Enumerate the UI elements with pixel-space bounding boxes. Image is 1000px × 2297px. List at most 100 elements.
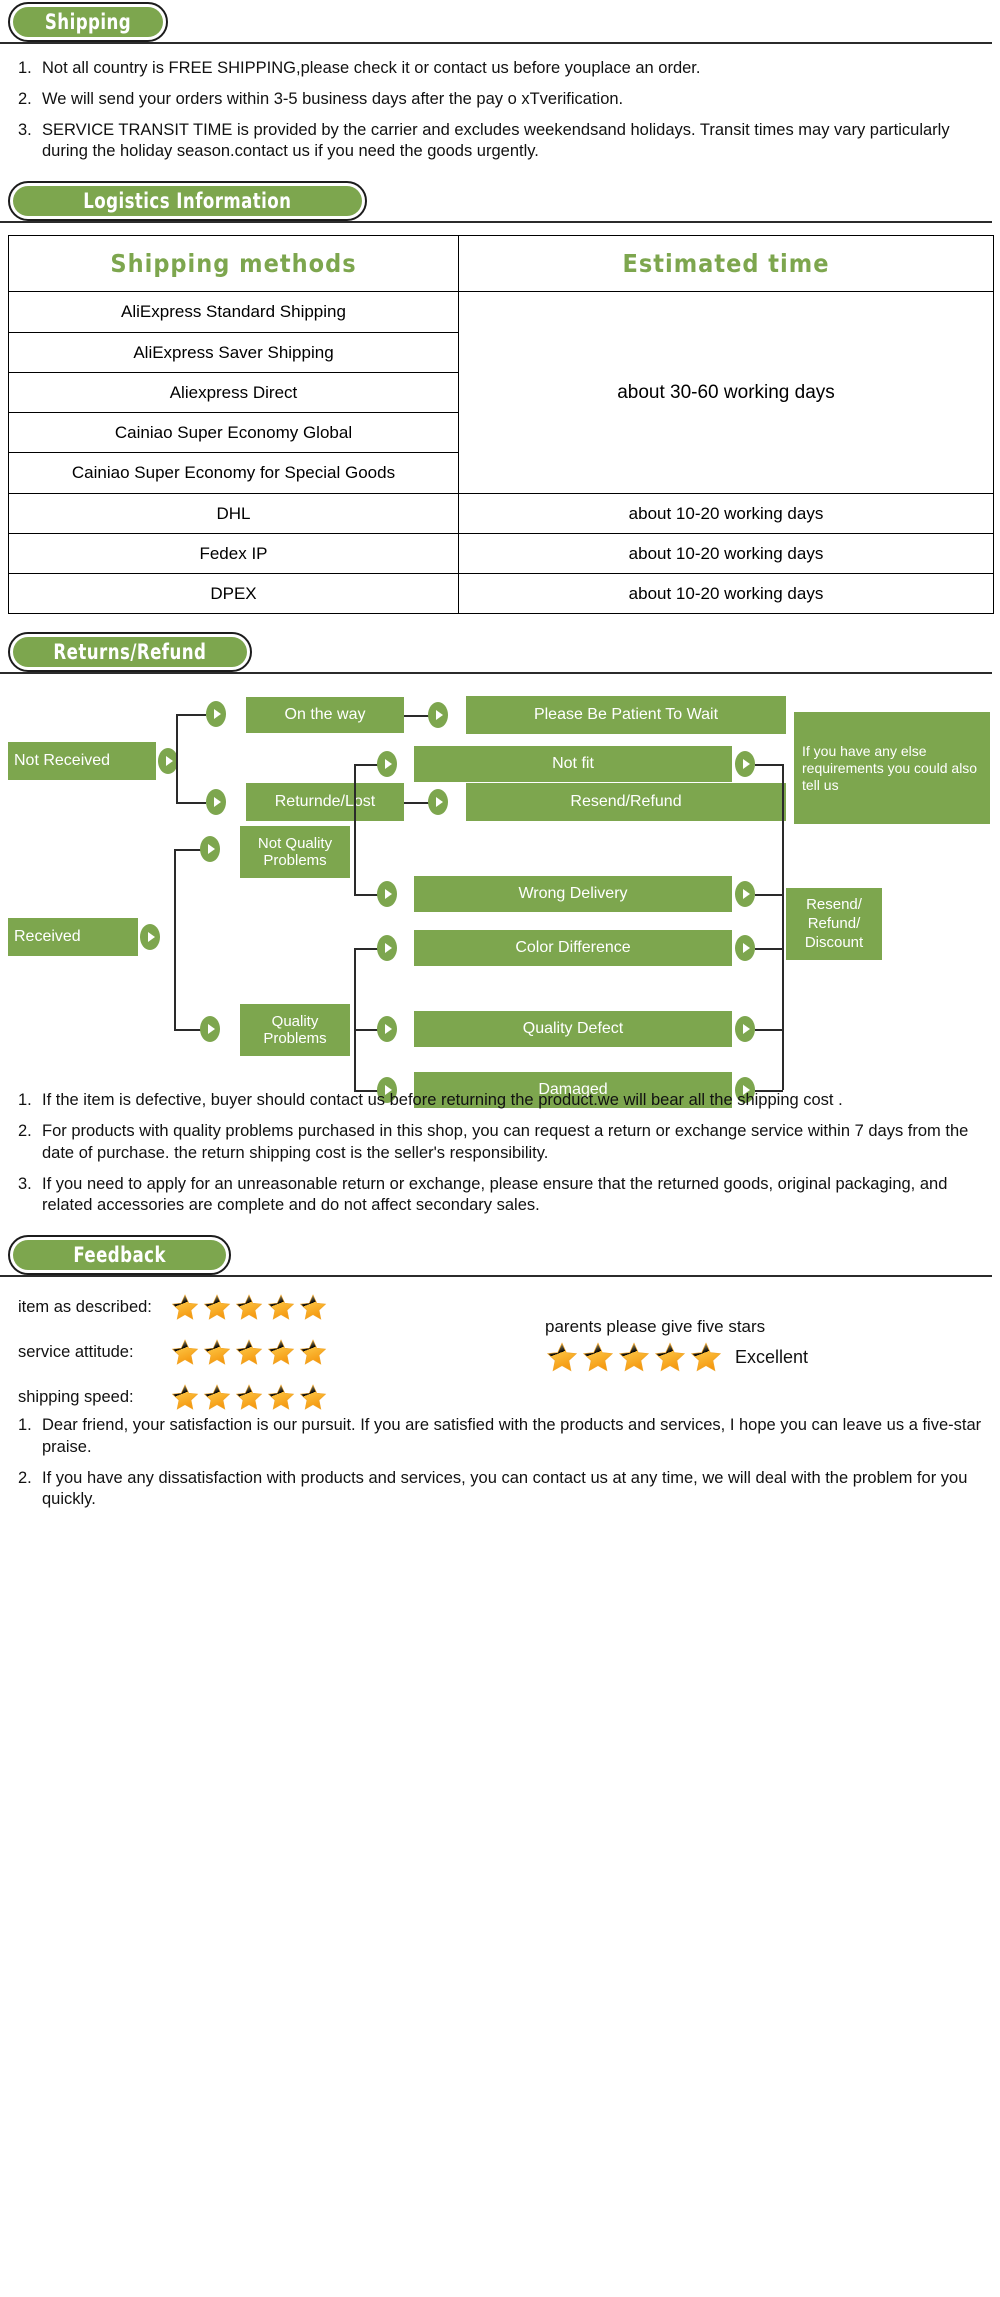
cell-method: DPEX bbox=[8, 573, 459, 615]
arrow-icon bbox=[140, 924, 160, 951]
table-row: AliExpress Saver Shipping bbox=[8, 331, 994, 373]
flow-line bbox=[755, 894, 783, 896]
flow-node-color-difference: Color Difference bbox=[414, 930, 732, 967]
list-text: We will send your orders within 3-5 busi… bbox=[42, 89, 624, 108]
cell-time: about 10-20 working days bbox=[458, 492, 994, 534]
flow-line bbox=[174, 849, 176, 1030]
flow-line bbox=[755, 764, 783, 766]
flow-node-please-wait: Please Be Patient To Wait bbox=[466, 696, 786, 735]
feedback-promo: parents please give five stars Excellent bbox=[545, 1317, 808, 1374]
flow-node-any-else-requirements: If you have any else requirements you co… bbox=[794, 712, 990, 825]
star-icon bbox=[203, 1384, 231, 1410]
list-number: 1. bbox=[18, 59, 32, 77]
flow-line bbox=[404, 802, 430, 804]
flow-line bbox=[354, 764, 378, 766]
star-icon bbox=[203, 1294, 231, 1320]
arrow-icon bbox=[428, 789, 448, 816]
cell-time: about 10-20 working days bbox=[458, 573, 994, 615]
cell-time-merged: about 30-60 working days bbox=[458, 291, 994, 494]
arrow-icon bbox=[158, 748, 178, 775]
list-text: If you need to apply for an unreasonable… bbox=[42, 1174, 948, 1215]
star-icon bbox=[235, 1294, 263, 1320]
flow-node-returned-lost: Returnde/Lost bbox=[246, 783, 404, 822]
table-row: DHL about 10-20 working days bbox=[8, 492, 994, 534]
list-text: If the item is defective, buyer should c… bbox=[42, 1091, 843, 1110]
returns-banner-label: Returns/Refund bbox=[53, 640, 207, 665]
rating-label: shipping speed: bbox=[18, 1388, 134, 1407]
flow-node-wrong-delivery: Wrong Delivery bbox=[414, 876, 732, 913]
flow-node-on-the-way-box: On the way bbox=[246, 697, 404, 734]
flow-line bbox=[354, 764, 356, 895]
arrow-icon bbox=[206, 701, 226, 728]
table-row: Cainiao Super Economy for Special Goods bbox=[8, 452, 994, 494]
cell-time: about 10-20 working days bbox=[458, 532, 994, 575]
arrow-icon bbox=[377, 1077, 397, 1104]
list-item: 3. SERVICE TRANSIT TIME is provided by t… bbox=[8, 120, 992, 164]
flow-line bbox=[354, 948, 356, 1091]
list-item: 3. If you need to apply for an unreasona… bbox=[8, 1174, 992, 1218]
star-icon bbox=[299, 1339, 327, 1365]
flow-line bbox=[354, 894, 378, 896]
feedback-banner: Feedback bbox=[0, 1233, 1000, 1279]
flow-node-quality-defect: Quality Defect bbox=[414, 1011, 732, 1048]
star-rating bbox=[170, 1338, 328, 1367]
column-header-method: Shipping methods bbox=[8, 235, 459, 293]
arrow-icon bbox=[735, 881, 755, 908]
star-icon bbox=[171, 1384, 199, 1410]
promo-title: parents please give five stars bbox=[545, 1317, 766, 1337]
feedback-notes: 1. Dear friend, your satisfaction is our… bbox=[0, 1415, 1000, 1511]
rating-row-item-as-described: item as described: bbox=[18, 1293, 328, 1322]
list-item: 2. If you have any dissatisfaction with … bbox=[8, 1468, 992, 1512]
flow-line bbox=[404, 715, 430, 717]
list-number: 2. bbox=[18, 89, 32, 108]
list-text: Not all country is FREE SHIPPING,please … bbox=[42, 59, 701, 77]
shipping-notes: 1. Not all country is FREE SHIPPING,plea… bbox=[0, 58, 1000, 163]
list-item: 1. Not all country is FREE SHIPPING,plea… bbox=[8, 58, 992, 80]
feedback-banner-pill: Feedback bbox=[8, 1235, 232, 1276]
table-header-row: Shipping methods Estimated time bbox=[8, 235, 994, 293]
list-number: 1. bbox=[18, 1416, 32, 1435]
banner-rule bbox=[0, 221, 992, 224]
star-icon bbox=[267, 1384, 295, 1410]
banner-rule bbox=[0, 672, 992, 675]
star-icon bbox=[654, 1342, 686, 1372]
flow-node-quality-problems: Quality Problems bbox=[240, 1004, 350, 1057]
list-number: 2. bbox=[18, 1122, 32, 1141]
logistics-banner-label: Logistics Information bbox=[83, 189, 292, 214]
flow-node-resend-refund: Resend/Refund bbox=[466, 783, 786, 822]
flow-line bbox=[354, 1029, 378, 1031]
flow-line bbox=[782, 764, 784, 1091]
list-item: 1. Dear friend, your satisfaction is our… bbox=[8, 1415, 992, 1459]
flow-line bbox=[176, 714, 206, 716]
returns-notes: 1. If the item is defective, buyer shoul… bbox=[0, 1090, 1000, 1217]
star-icon bbox=[267, 1294, 295, 1320]
star-icon bbox=[235, 1339, 263, 1365]
shipping-banner: Shipping bbox=[0, 0, 1000, 46]
cell-method: Cainiao Super Economy for Special Goods bbox=[8, 452, 459, 494]
list-item: 2. We will send your orders within 3-5 b… bbox=[8, 89, 992, 111]
star-rating bbox=[170, 1293, 328, 1322]
cell-method: AliExpress Standard Shipping bbox=[8, 291, 459, 333]
flow-line bbox=[354, 948, 378, 950]
arrow-icon bbox=[735, 935, 755, 962]
flow-node-not-quality-problems: Not Quality Problems bbox=[240, 826, 350, 879]
returns-banner: Returns/Refund bbox=[0, 630, 1000, 676]
arrow-icon bbox=[200, 1016, 220, 1043]
banner-rule bbox=[0, 1275, 992, 1278]
list-number: 2. bbox=[18, 1468, 32, 1487]
rating-row-service-attitude: service attitude: bbox=[18, 1338, 328, 1367]
star-icon bbox=[267, 1339, 295, 1365]
table-row: Aliexpress Direct bbox=[8, 371, 994, 414]
rating-label: item as described: bbox=[18, 1298, 152, 1317]
logistics-banner: Logistics Information bbox=[0, 179, 1000, 225]
star-icon bbox=[171, 1294, 199, 1320]
list-number: 3. bbox=[18, 1174, 32, 1193]
list-number: 1. bbox=[18, 1091, 32, 1110]
arrow-icon bbox=[735, 1077, 755, 1104]
list-text: SERVICE TRANSIT TIME is provided by the … bbox=[42, 120, 950, 161]
star-icon bbox=[690, 1342, 722, 1372]
list-text: Dear friend, your satisfaction is our pu… bbox=[42, 1416, 982, 1456]
cell-method: Cainiao Super Economy Global bbox=[8, 412, 459, 454]
flow-line bbox=[174, 849, 202, 851]
list-number: 3. bbox=[18, 120, 32, 139]
